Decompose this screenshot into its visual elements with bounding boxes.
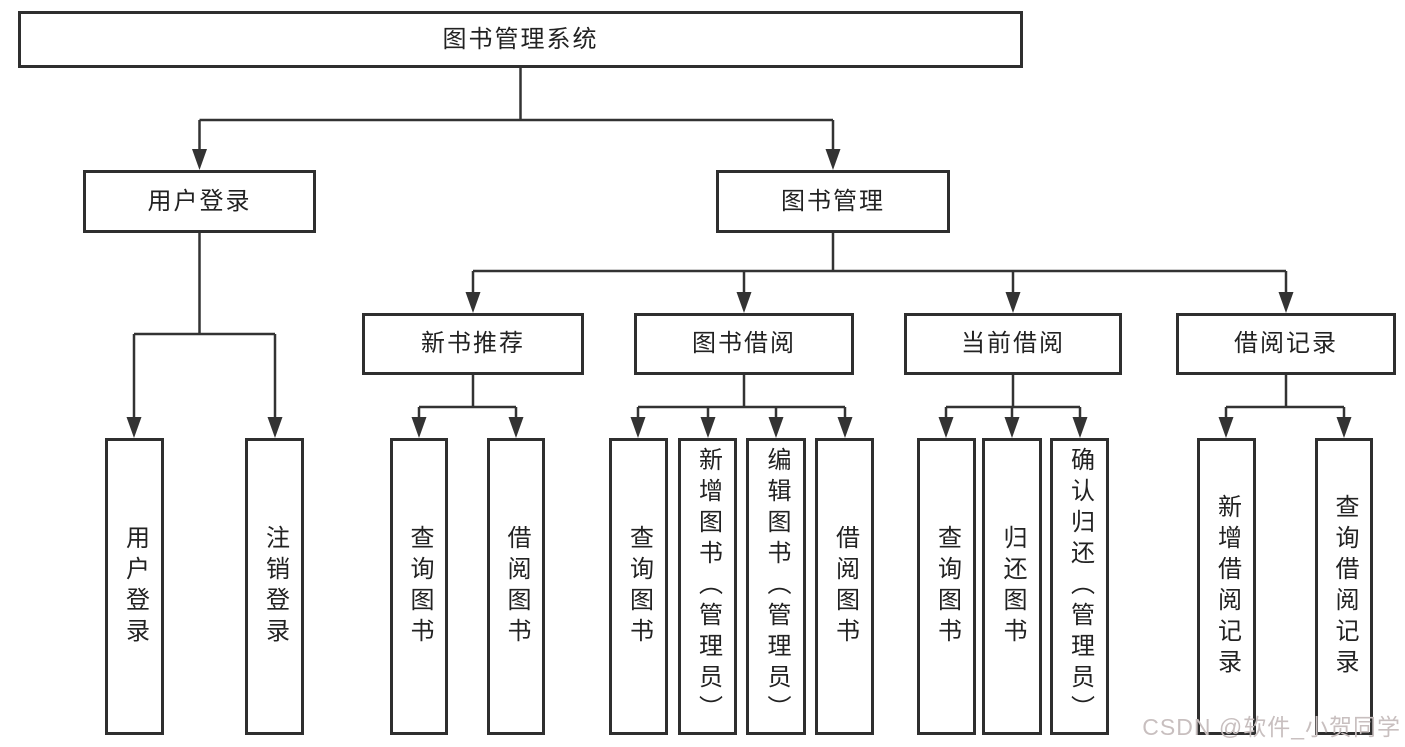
arrowhead-icon <box>267 417 283 438</box>
leaf-borrowing-query-book-label: 查询图书 <box>625 524 653 649</box>
arrowhead-icon <box>938 417 954 438</box>
node-book-management: 图书管理 <box>716 170 950 233</box>
node-user-login: 用户登录 <box>83 170 316 233</box>
edge-bookmgmt-to-level3 <box>471 233 1288 297</box>
arrowhead-icon <box>768 417 784 438</box>
node-root: 图书管理系统 <box>18 11 1023 68</box>
leaf-borrowing-add-book-admin: 新增图书（管理员） <box>678 438 737 735</box>
leaf-current-confirm-return-admin-label: 确认归还（管理员） <box>1066 447 1094 726</box>
leaf-current-query-book: 查询图书 <box>917 438 976 735</box>
arrowhead-icon <box>1218 417 1234 438</box>
leaf-borrowing-add-book-admin-label: 新增图书（管理员） <box>694 447 722 726</box>
leaf-logout: 注销登录 <box>245 438 304 735</box>
node-new-book-recommend-label: 新书推荐 <box>421 330 525 357</box>
node-user-login-label: 用户登录 <box>147 187 252 215</box>
leaf-borrowing-edit-book-admin: 编辑图书（管理员） <box>746 438 806 735</box>
edge-userlogin-to-leaves <box>132 233 277 421</box>
edge-records-to-leaves <box>1224 375 1346 421</box>
arrowhead-icon <box>736 292 752 313</box>
edge-root-to-level2 <box>198 68 835 152</box>
arrowhead-icon <box>192 149 207 170</box>
csdn-watermark: CSDN @软件_小贺同学 <box>1142 714 1401 740</box>
arrowhead-icon <box>825 149 841 170</box>
tree-edges <box>132 68 1346 421</box>
arrowhead-icon <box>126 417 142 438</box>
leaf-current-return-book: 归还图书 <box>982 438 1042 735</box>
node-borrowing-records: 借阅记录 <box>1176 313 1396 375</box>
leaf-borrowing-borrow-book-label: 借阅图书 <box>831 524 859 649</box>
leaf-records-add-record-label: 新增借阅记录 <box>1213 493 1241 680</box>
leaf-current-query-book-label: 查询图书 <box>933 524 961 649</box>
node-borrowing-records-label: 借阅记录 <box>1234 330 1338 357</box>
leaf-logout-label: 注销登录 <box>261 524 289 649</box>
leaf-newbook-query-book: 查询图书 <box>390 438 448 735</box>
arrowhead-icon <box>1278 292 1294 313</box>
arrowheads <box>126 149 1352 438</box>
leaf-current-confirm-return-admin: 确认归还（管理员） <box>1050 438 1109 735</box>
arrowhead-icon <box>1072 417 1088 438</box>
arrowhead-icon <box>1005 292 1021 313</box>
arrowhead-icon <box>837 417 853 438</box>
node-new-book-recommend: 新书推荐 <box>362 313 584 375</box>
arrowhead-icon <box>1336 417 1352 438</box>
leaf-borrowing-borrow-book: 借阅图书 <box>815 438 874 735</box>
edge-current-to-leaves <box>944 375 1082 421</box>
node-current-borrowing: 当前借阅 <box>904 313 1122 375</box>
edge-newbook-to-leaves <box>417 375 518 421</box>
arrowhead-icon <box>700 417 716 438</box>
node-book-borrowing: 图书借阅 <box>634 313 854 375</box>
node-current-borrowing-label: 当前借阅 <box>961 330 1065 357</box>
leaf-current-return-book-label: 归还图书 <box>999 524 1026 649</box>
leaf-borrowing-query-book: 查询图书 <box>609 438 668 735</box>
leaf-user-login-label: 用户登录 <box>121 524 149 649</box>
leaf-newbook-query-book-label: 查询图书 <box>406 524 433 649</box>
arrowhead-icon <box>1004 417 1020 438</box>
leaf-borrowing-edit-book-admin-label: 编辑图书（管理员） <box>763 447 790 726</box>
arrowhead-icon <box>508 417 524 438</box>
node-root-label: 图书管理系统 <box>442 25 599 53</box>
leaf-records-query-record-label: 查询借阅记录 <box>1331 493 1358 680</box>
node-book-management-label: 图书管理 <box>781 187 885 215</box>
leaf-user-login: 用户登录 <box>105 438 164 735</box>
arrowhead-icon <box>630 417 646 438</box>
leaf-records-query-record: 查询借阅记录 <box>1315 438 1373 735</box>
node-book-borrowing-label: 图书借阅 <box>692 330 796 357</box>
edge-borrowing-to-leaves <box>636 375 847 421</box>
arrowhead-icon <box>465 292 481 313</box>
leaf-newbook-borrow-book-label: 借阅图书 <box>503 524 530 649</box>
arrowhead-icon <box>411 417 427 438</box>
leaf-newbook-borrow-book: 借阅图书 <box>487 438 545 735</box>
leaf-records-add-record: 新增借阅记录 <box>1197 438 1256 735</box>
